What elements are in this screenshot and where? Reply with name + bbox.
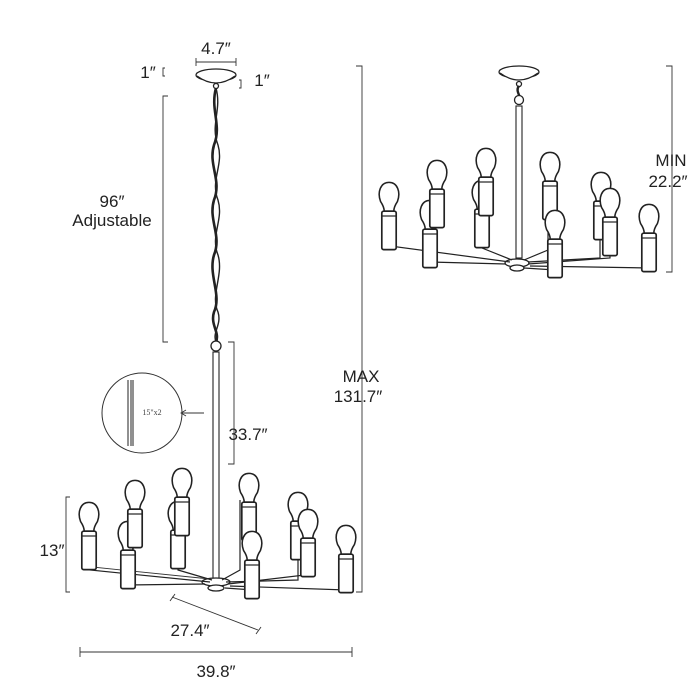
bulb <box>335 524 357 594</box>
bulb <box>124 479 146 549</box>
overall-width-label: 39.8″ <box>196 662 235 681</box>
bulb <box>238 472 260 542</box>
bulb <box>539 151 561 221</box>
max-view: 4.7″ 1″ 1″ 96″ Adjustable 33.7″ <box>40 39 383 681</box>
fixture-height-dimension: 13″ <box>40 496 70 593</box>
rod-detail-label: 15"x2 <box>142 408 161 417</box>
max-value: 131.7″ <box>334 387 383 406</box>
canopy-height-left-label: 1″ <box>140 63 155 82</box>
downrod-min <box>515 105 523 259</box>
canopy-width-label: 4.7″ <box>201 39 231 58</box>
canopy-height-dimension: 1″ 1″ <box>140 63 269 90</box>
min-label: MIN <box>655 151 686 170</box>
bulb <box>378 181 400 251</box>
bulb <box>78 501 100 571</box>
bulb <box>475 147 497 217</box>
downrod <box>212 351 220 581</box>
chain-length-label: 96″ <box>100 192 125 211</box>
max-label: MAX <box>343 367 380 386</box>
canopy-width-dimension: 4.7″ <box>195 39 237 66</box>
canopy-height-right-label: 1″ <box>254 71 269 90</box>
bulb <box>544 209 566 279</box>
canopy <box>195 68 237 90</box>
max-height-dimension: MAX 131.7″ <box>334 65 383 593</box>
rod-detail-callout: 15"x2 <box>101 372 204 454</box>
min-view: MIN 22.2″ <box>378 65 688 279</box>
bulb <box>426 159 448 229</box>
bulb <box>638 203 660 273</box>
overall-width-dimension: 39.8″ <box>79 647 353 681</box>
bulb <box>599 187 621 257</box>
chain-note-label: Adjustable <box>72 211 151 230</box>
rod-length-label: 33.7″ <box>228 425 267 444</box>
bulb <box>171 467 193 537</box>
rod-length-dimension: 33.7″ <box>228 341 268 465</box>
bulb <box>297 508 319 578</box>
chain <box>210 87 222 352</box>
fixture-height-label: 13″ <box>40 541 65 560</box>
bulb <box>241 530 263 600</box>
arm-depth-dimension: 27.4″ <box>169 593 262 640</box>
min-height-dimension: MIN 22.2″ <box>648 65 688 273</box>
min-value: 22.2″ <box>648 172 687 191</box>
chain-length-dimension: 96″ Adjustable <box>72 95 168 343</box>
arm-depth-label: 27.4″ <box>170 621 209 640</box>
